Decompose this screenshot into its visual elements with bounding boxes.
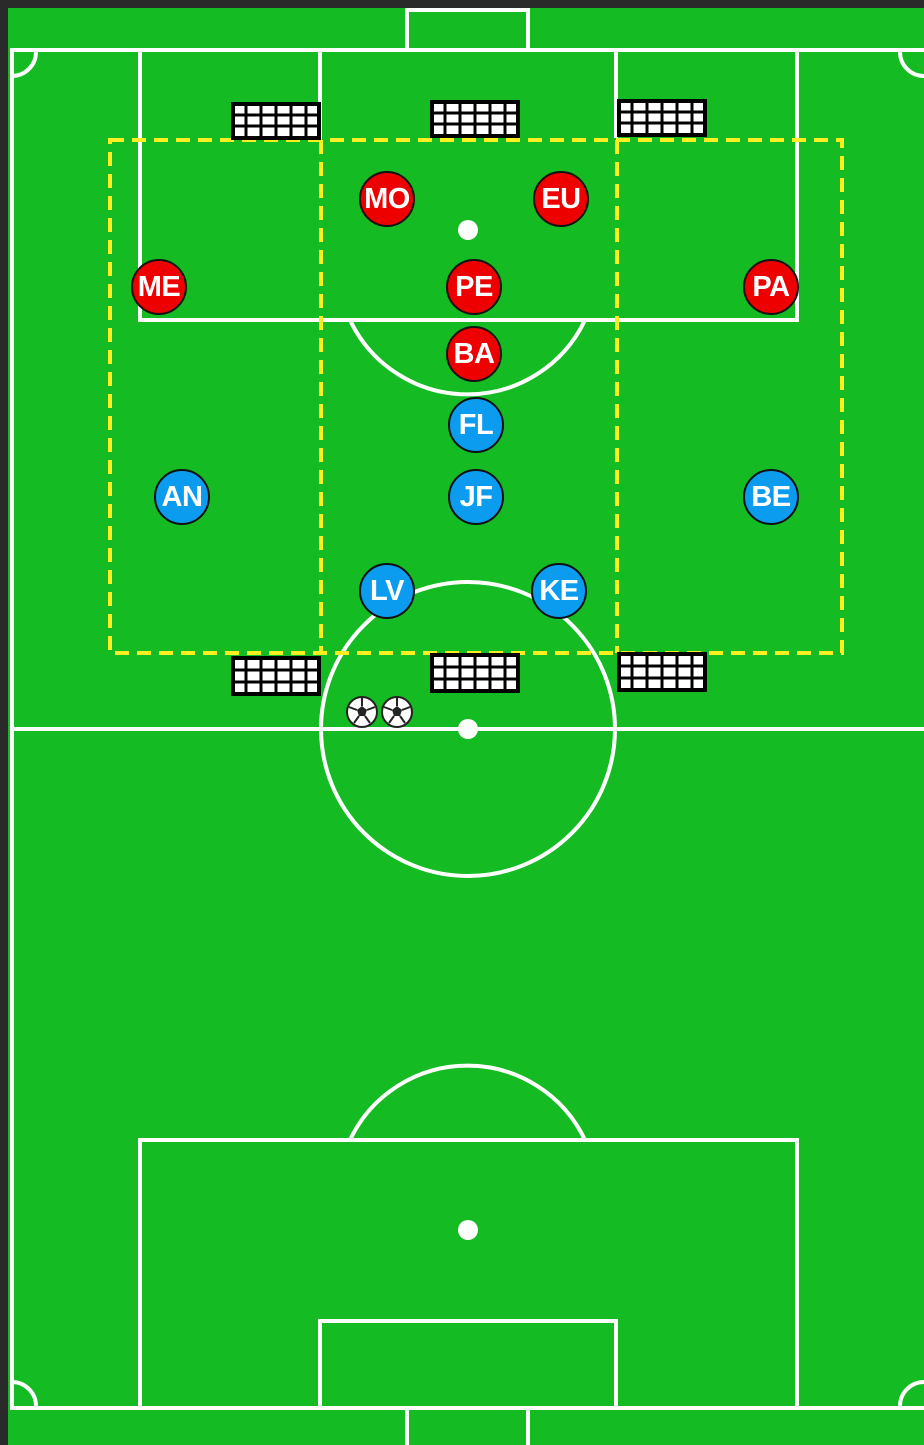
player-blue-fl[interactable]: FL (448, 397, 504, 453)
player-blue-be[interactable]: BE (743, 469, 799, 525)
player-red-ba[interactable]: BA (446, 326, 502, 382)
top-penalty-spot (458, 220, 478, 240)
player-blue-jf[interactable]: JF (448, 469, 504, 525)
soccer-ball-icon[interactable] (345, 695, 379, 729)
mini-goal-bottom-center (430, 653, 520, 693)
player-blue-ke[interactable]: KE (531, 563, 587, 619)
player-red-me[interactable]: ME (131, 259, 187, 315)
player-blue-an[interactable]: AN (154, 469, 210, 525)
player-red-pa[interactable]: PA (743, 259, 799, 315)
player-red-mo[interactable]: MO (359, 171, 415, 227)
center-spot (458, 719, 478, 739)
bottom-penalty-spot (458, 1220, 478, 1240)
mini-goal-top-right (617, 99, 707, 137)
player-red-eu[interactable]: EU (533, 171, 589, 227)
mini-goal-top-center (430, 100, 520, 138)
player-red-pe[interactable]: PE (446, 259, 502, 315)
mini-goal-top-left (231, 102, 321, 140)
mini-goal-bottom-right (617, 652, 707, 692)
player-blue-lv[interactable]: LV (359, 563, 415, 619)
mini-goal-bottom-left (231, 656, 321, 696)
soccer-ball-icon[interactable] (380, 695, 414, 729)
